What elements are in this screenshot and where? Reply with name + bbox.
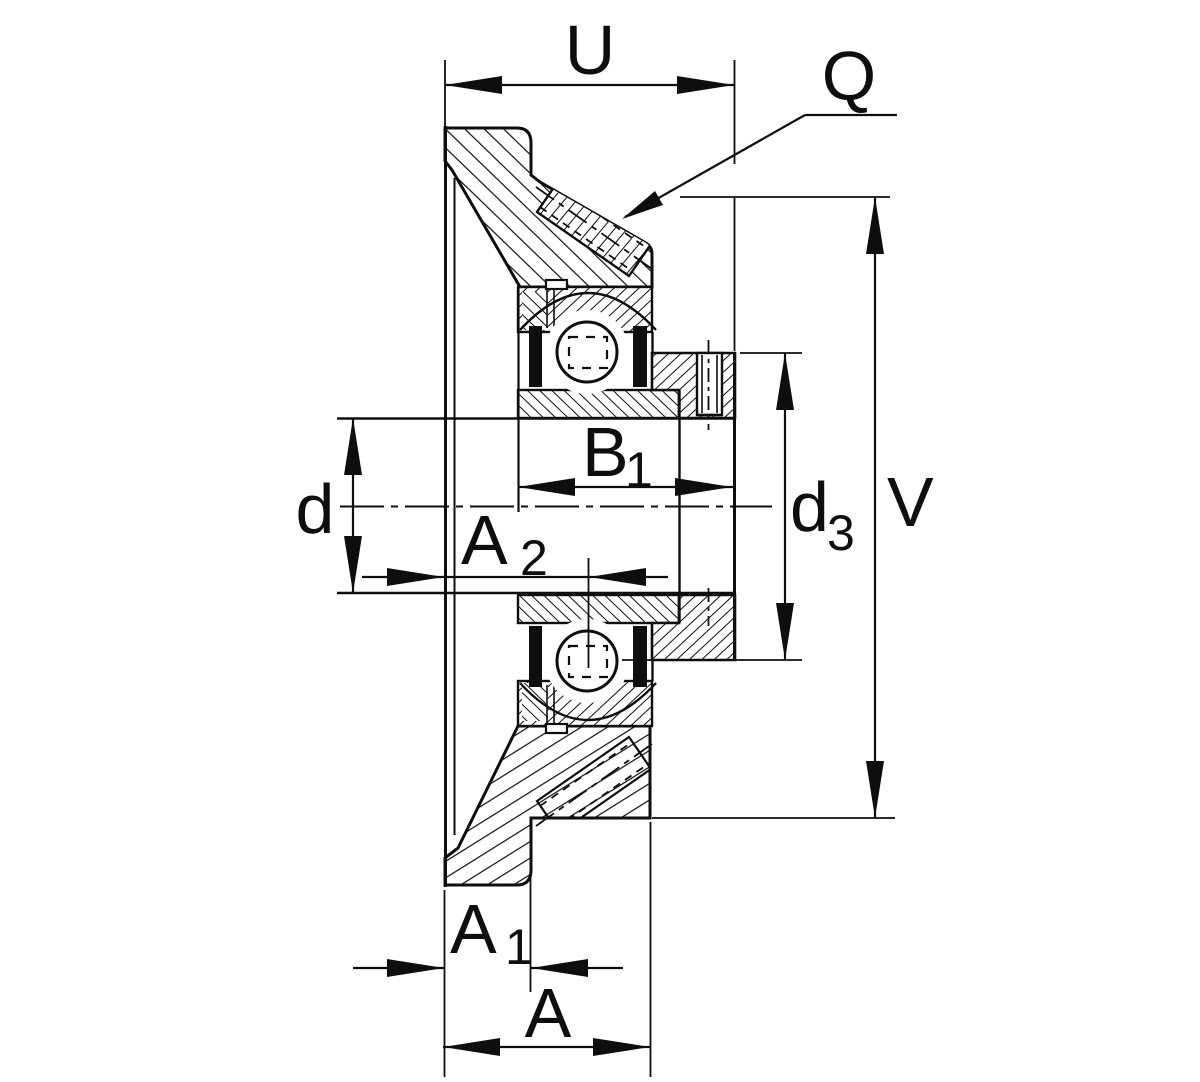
- dimension-d3: d 3: [622, 352, 855, 661]
- dimension-Q: Q: [622, 37, 897, 219]
- dim-A2-subscript: 2: [520, 530, 548, 586]
- seal-lower-left: [529, 626, 542, 687]
- ball-upper: [545, 310, 629, 394]
- dim-B1-label: B: [582, 413, 629, 491]
- dimension-U: U: [444, 11, 736, 351]
- dim-B1-subscript: 1: [625, 442, 653, 498]
- dim-A2-label: A: [461, 501, 508, 579]
- dim-A1-subscript: 1: [505, 919, 533, 975]
- dimension-V: V: [652, 196, 934, 819]
- lube-hole-upper: [544, 278, 569, 328]
- seal-lower-right: [633, 626, 647, 687]
- spherical-seat-arc-upper: [519, 291, 657, 331]
- inner-ring-lower: [516, 593, 681, 625]
- dim-d3-subscript: 3: [827, 505, 855, 561]
- dim-d-label: d: [296, 470, 335, 548]
- dimension-A1: A 1: [353, 876, 623, 1077]
- spherical-seat-arc-lower: [519, 682, 657, 722]
- ball-lower: [545, 619, 629, 703]
- dim-A-label: A: [525, 974, 572, 1052]
- bolt-hole-lower: [535, 735, 650, 835]
- centerlines: [340, 340, 772, 626]
- dim-A1-label: A: [450, 890, 497, 968]
- set-screw: [695, 351, 724, 417]
- dimension-B1: B 1: [518, 413, 734, 498]
- dimension-d: d: [296, 418, 362, 593]
- seal-upper-left: [529, 326, 542, 387]
- dim-V-label: V: [887, 463, 934, 541]
- dim-d3-label: d: [790, 468, 829, 546]
- dim-U-label: U: [565, 11, 616, 89]
- dimension-A2: A 2: [362, 501, 668, 668]
- dimension-A: A: [443, 822, 652, 1077]
- seal-upper-right: [633, 326, 647, 387]
- lube-hole-lower: [544, 685, 569, 735]
- bolt-hole-upper-centerline: [535, 186, 653, 270]
- bolt-hole-lower-centerline: [535, 743, 653, 827]
- dim-Q-label: Q: [822, 37, 876, 115]
